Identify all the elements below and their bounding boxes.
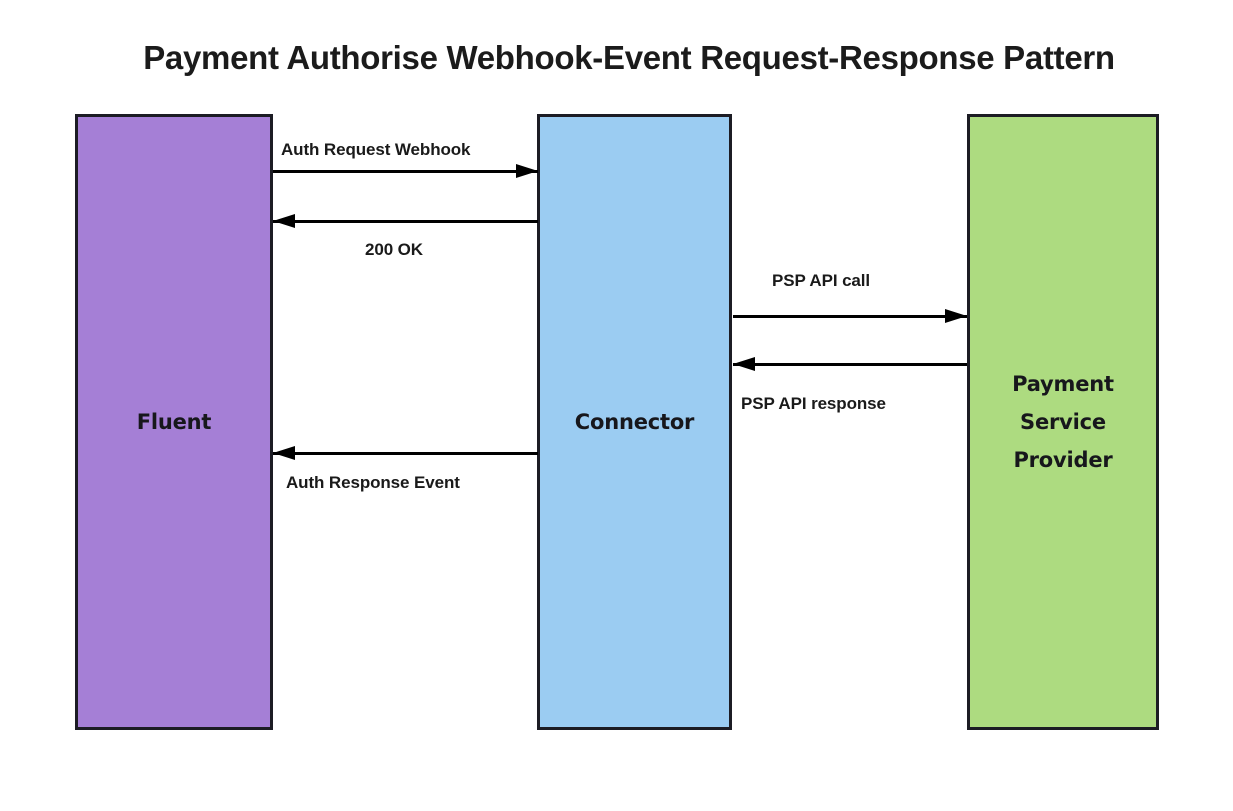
participant-label-payment-service-provider: Payment Service Provider (1012, 365, 1114, 480)
message-line (273, 220, 538, 223)
participant-box-connector[interactable]: Connector (537, 114, 732, 730)
message-label-psp-api-response: PSP API response (741, 394, 886, 413)
message-line (273, 452, 538, 455)
participant-label-line-3: Provider (1013, 448, 1113, 473)
message-label-psp-api-call: PSP API call (772, 271, 871, 290)
participant-label-line-2: Service (1020, 409, 1106, 434)
message-line (733, 315, 967, 318)
page-title: Payment Authorise Webhook-Event Request-… (143, 39, 1115, 76)
message-line (273, 170, 538, 173)
arrowhead-right-icon (945, 309, 967, 323)
arrowhead-left-icon (733, 357, 755, 371)
message-label-200-ok: 200 OK (365, 240, 423, 259)
participant-box-payment-service-provider[interactable]: Payment Service Provider (967, 114, 1159, 730)
message-label-auth-response-event: Auth Response Event (286, 473, 460, 492)
arrowhead-left-icon (273, 214, 295, 228)
arrowhead-left-icon (273, 446, 295, 460)
arrowhead-right-icon (516, 164, 538, 178)
participant-box-fluent[interactable]: Fluent (75, 114, 273, 730)
message-label-auth-request-webhook: Auth Request Webhook (281, 140, 471, 159)
message-line (733, 363, 967, 366)
participant-label-connector: Connector (574, 409, 695, 434)
participant-label-fluent: Fluent (136, 409, 212, 434)
participant-label-line-1: Payment (1012, 371, 1114, 396)
